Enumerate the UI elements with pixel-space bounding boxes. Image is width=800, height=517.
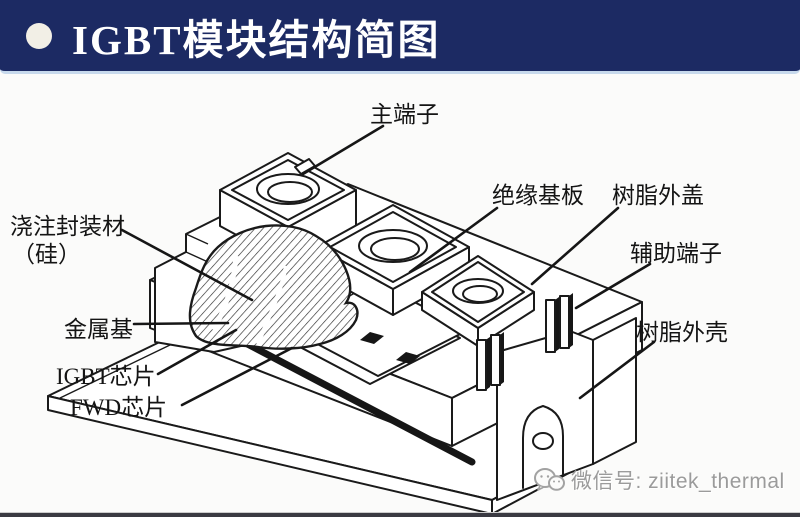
- potting-blob-hatch: [188, 224, 359, 350]
- pin-pair-back: [545, 293, 573, 353]
- case-arch-opening: [522, 405, 564, 489]
- resin-case-section: [496, 317, 637, 501]
- main-terminal-block-3: [421, 255, 535, 347]
- label-metal-base: 金属基: [64, 317, 133, 342]
- watermark-text: 微信号: ziitek_thermal: [571, 470, 785, 493]
- block2-hole-inner: [370, 237, 420, 261]
- label-potting-line1: 浇注封装材: [10, 214, 125, 239]
- bottom-rule: [0, 513, 800, 517]
- block1-inset-contour: [231, 159, 345, 221]
- label-igbt-chip: IGBT芯片: [56, 364, 156, 389]
- title-bar: IGBT模块结构简图: [0, 0, 800, 74]
- label-potting-line2: （硅）: [12, 242, 81, 267]
- block3-inset-contour: [431, 261, 525, 323]
- leader-metal-base: [132, 321, 230, 326]
- wechat-icon: [534, 468, 565, 491]
- leader-main-terminal: [301, 124, 385, 176]
- bottom-hairline: [0, 512, 800, 513]
- leader-resin-case: [578, 340, 656, 400]
- step-edge-2: [185, 233, 209, 245]
- label-auxiliary-terminal: 辅助端子: [630, 241, 722, 266]
- case-hole: [532, 432, 554, 450]
- base-plate-edge-line: [59, 344, 171, 399]
- chip: [396, 352, 420, 364]
- block1-hole-inner: [267, 181, 313, 203]
- auxiliary-terminal-pins: [476, 293, 573, 391]
- potting-compound: [188, 224, 359, 350]
- leader-igbt-chip: [156, 328, 238, 376]
- step-edge-1: [185, 251, 209, 263]
- main-terminal-block-2: [316, 204, 470, 316]
- case-wall-side-face: [592, 317, 637, 465]
- leader-lines: [120, 124, 656, 407]
- bullet-icon: [26, 22, 52, 49]
- watermark: 微信号: ziitek_thermal: [533, 465, 785, 495]
- label-insulating-substrate: 绝缘基板: [492, 183, 584, 208]
- label-fwd-chip: FWD芯片: [70, 395, 167, 420]
- diagram-labels: 主端子 绝缘基板 树脂外盖 辅助端子 树脂外壳 浇注封装材 （硅） 金属基 IG…: [10, 102, 728, 420]
- label-resin-cover: 树脂外盖: [612, 183, 704, 208]
- page-title: IGBT模块结构简图: [72, 16, 441, 63]
- block3-hole-inner: [462, 285, 498, 303]
- leader-potting: [120, 228, 254, 302]
- leader-resin-cover: [530, 206, 620, 286]
- leader-insulating-substrate: [408, 206, 499, 274]
- block2-inset-contour: [329, 211, 457, 283]
- potting-streak-2: [256, 265, 288, 345]
- leader-auxiliary-terminal: [574, 262, 652, 310]
- pin-pair-front: [476, 332, 504, 391]
- label-main-terminal: 主端子: [370, 102, 439, 127]
- label-resin-case: 树脂外壳: [636, 320, 728, 345]
- leader-fwd-chip: [180, 346, 294, 407]
- chip: [360, 332, 384, 344]
